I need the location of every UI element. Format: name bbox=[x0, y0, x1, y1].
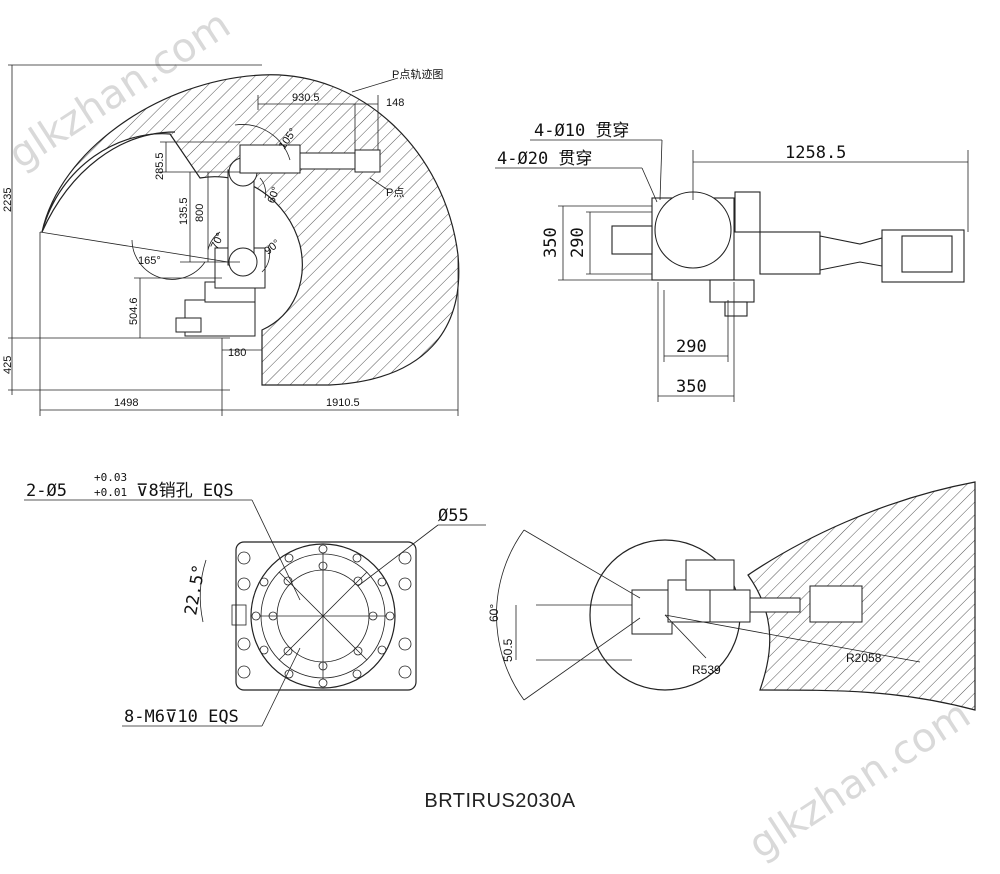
dia-55: Ø55 bbox=[438, 506, 469, 526]
base-dim-lines bbox=[24, 499, 486, 727]
plan-dim-50: 50.5 bbox=[501, 638, 515, 662]
base-view: 2-Ø5 +0.03 +0.01 ⊽8销孔 EQS Ø55 22.5° 8-M6… bbox=[24, 471, 486, 727]
plan-robot-body bbox=[631, 559, 863, 635]
point-label: P点 bbox=[386, 186, 404, 199]
dim-290-horizontal: 290 bbox=[676, 337, 707, 357]
side-angle-arcs bbox=[131, 124, 291, 280]
base-ring-outer bbox=[250, 543, 396, 689]
dim-425: 425 bbox=[2, 356, 14, 374]
watermark-bottom: glkzhan.com bbox=[740, 691, 978, 868]
base-key bbox=[231, 604, 247, 626]
dim-504: 504.6 bbox=[128, 297, 140, 325]
side-view: P点轨迹图 P点 930.5 148 2235 285.5 135.5 800 … bbox=[2, 64, 460, 416]
angle-60: 60° bbox=[266, 185, 283, 205]
model-caption: BRTIRUS2030A bbox=[424, 790, 576, 812]
dim-290-vertical: 290 bbox=[568, 227, 588, 258]
dim-1258: 1258.5 bbox=[785, 143, 846, 163]
tol-lower: +0.01 bbox=[94, 486, 127, 499]
hole-10-label: 4-Ø10 贯穿 bbox=[534, 121, 629, 141]
thread-label: 8-M6⊽10 EQS bbox=[124, 707, 239, 727]
side-dim-lines bbox=[8, 64, 459, 416]
base-plate bbox=[235, 541, 417, 691]
tol-upper: +0.03 bbox=[94, 471, 127, 484]
plan-r-2058: R2058 bbox=[846, 651, 882, 665]
plan-dim-lines bbox=[496, 529, 921, 701]
dim-1498: 1498 bbox=[114, 397, 138, 409]
pin-label-a: 2-Ø5 bbox=[26, 481, 67, 501]
base-holes bbox=[237, 544, 412, 688]
dim-350-horizontal: 350 bbox=[676, 377, 707, 397]
dim-135: 135.5 bbox=[178, 197, 190, 225]
angle-165: 165° bbox=[138, 255, 161, 267]
plan-view: 60° 50.5 R539 R2058 bbox=[487, 481, 976, 711]
dim-180: 180 bbox=[228, 347, 246, 359]
side-robot-arm bbox=[175, 144, 381, 337]
trajectory-label: P点轨迹图 bbox=[392, 67, 443, 81]
dim-285: 285.5 bbox=[154, 152, 166, 180]
top-robot-body bbox=[611, 191, 965, 317]
angle-22: 22.5° bbox=[181, 563, 210, 617]
hole-20-label: 4-Ø20 贯穿 bbox=[497, 149, 592, 169]
plan-angle-60: 60° bbox=[487, 604, 501, 622]
top-dim-lines bbox=[495, 139, 969, 402]
dim-2235: 2235 bbox=[2, 188, 14, 212]
dim-148: 148 bbox=[386, 97, 404, 109]
side-inner-arc bbox=[41, 131, 176, 233]
dim-930: 930.5 bbox=[292, 92, 320, 104]
dim-800: 800 bbox=[194, 204, 206, 222]
dim-1910: 1910.5 bbox=[326, 397, 360, 409]
plan-r-539: R539 bbox=[692, 663, 721, 677]
top-view: 4-Ø10 贯穿 4-Ø20 贯穿 1258.5 350 290 290 350 bbox=[495, 121, 969, 402]
pin-label-b: ⊽8销孔 EQS bbox=[136, 481, 234, 501]
dim-350-vertical: 350 bbox=[541, 227, 561, 258]
